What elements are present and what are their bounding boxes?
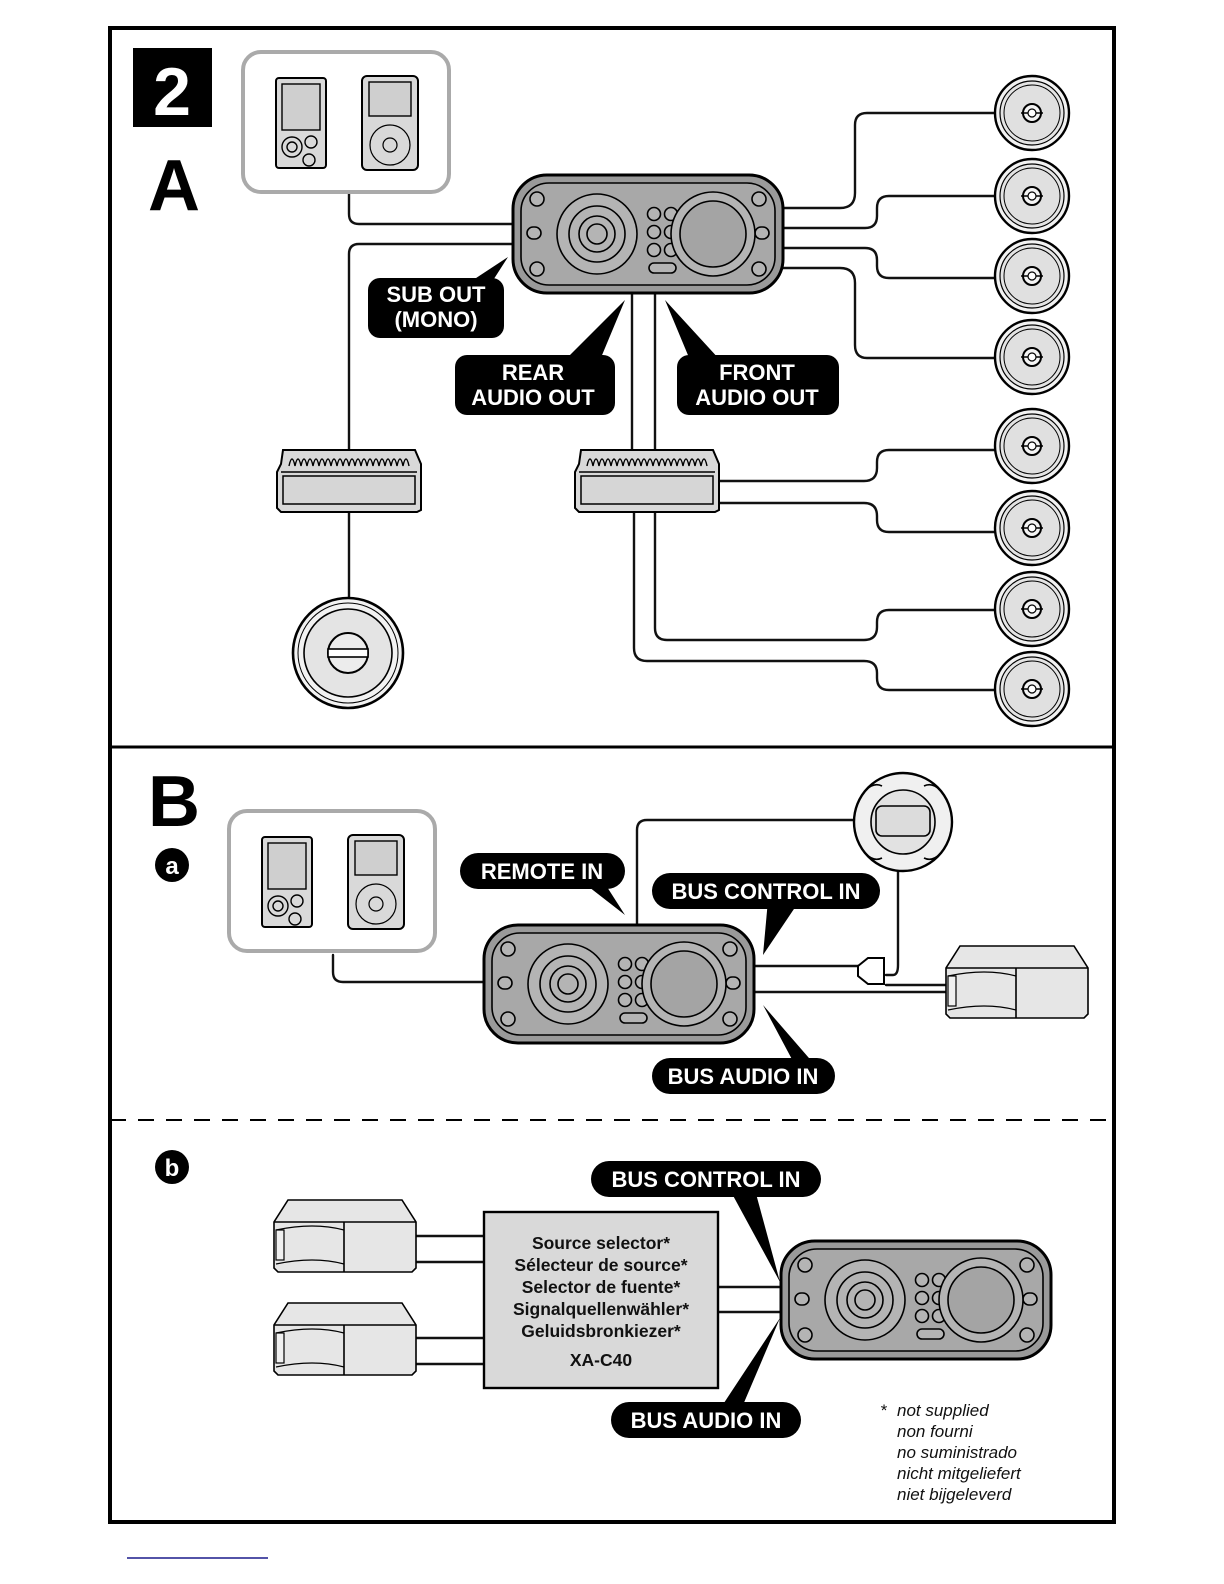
svg-text:BUS AUDIO IN: BUS AUDIO IN xyxy=(668,1064,819,1089)
svg-text:Signalquellenwähler*: Signalquellenwähler* xyxy=(513,1299,689,1319)
svg-text:b: b xyxy=(165,1155,180,1182)
callout-front-audio-out: FRONT AUDIO OUT xyxy=(665,300,839,415)
svg-text:AUDIO OUT: AUDIO OUT xyxy=(695,385,819,410)
svg-text:FRONT: FRONT xyxy=(719,360,795,385)
speaker-7 xyxy=(993,570,1071,648)
amplifier-sub xyxy=(276,449,422,513)
svg-text:Selector de fuente*: Selector de fuente* xyxy=(522,1277,681,1297)
svg-text:BUS CONTROL IN: BUS CONTROL IN xyxy=(611,1167,800,1192)
svg-text:REAR: REAR xyxy=(502,360,564,385)
page-frame xyxy=(108,26,1116,1524)
section-b-letter: B xyxy=(148,762,200,842)
svg-text:AUDIO OUT: AUDIO OUT xyxy=(471,385,595,410)
speaker-3 xyxy=(993,237,1071,315)
speakers-a xyxy=(993,74,1071,728)
subsection-a-marker: a xyxy=(155,848,189,882)
source-selector-box: Source selector* Sélecteur de source* Se… xyxy=(482,1210,720,1390)
portable-audio-players-a xyxy=(241,50,451,194)
wires-section-b-b xyxy=(414,1234,786,1366)
speaker-8 xyxy=(993,650,1071,728)
head-unit-b-a xyxy=(482,923,756,1045)
svg-text:(MONO): (MONO) xyxy=(394,307,477,332)
section-a-letter: A xyxy=(148,146,200,226)
speaker-4 xyxy=(993,318,1071,396)
speaker-5 xyxy=(993,407,1071,485)
callout-bus-audio-in-b: BUS AUDIO IN xyxy=(611,1318,801,1438)
step-number-badge: 2 xyxy=(133,48,212,130)
svg-text:BUS CONTROL IN: BUS CONTROL IN xyxy=(671,879,860,904)
callout-sub-out: SUB OUT (MONO) xyxy=(368,257,508,338)
svg-text:a: a xyxy=(165,853,179,880)
wires-section-b-a xyxy=(331,818,948,994)
svg-text:no suministrado: no suministrado xyxy=(897,1443,1017,1462)
svg-text:Sélecteur de source*: Sélecteur de source* xyxy=(514,1255,687,1275)
subwoofer xyxy=(291,596,405,710)
cd-changer-b1 xyxy=(273,1199,417,1273)
step-number: 2 xyxy=(153,54,191,130)
speaker-1 xyxy=(993,74,1071,152)
cd-changer-a xyxy=(945,945,1089,1019)
svg-text:non fourni: non fourni xyxy=(897,1422,974,1441)
svg-text:Geluidsbronkiezer*: Geluidsbronkiezer* xyxy=(521,1321,681,1341)
footnote-not-supplied: * not supplied non fourni no suministrad… xyxy=(880,1401,1022,1504)
callout-bus-audio-in-a: BUS AUDIO IN xyxy=(652,1005,835,1094)
portable-audio-players-b xyxy=(227,809,437,953)
head-unit-b-b xyxy=(779,1239,1053,1361)
svg-text:niet bijgeleverd: niet bijgeleverd xyxy=(897,1485,1012,1504)
svg-text:BUS AUDIO IN: BUS AUDIO IN xyxy=(631,1408,782,1433)
amplifier-rear xyxy=(574,449,720,513)
subsection-b-marker: b xyxy=(155,1150,189,1184)
callout-bus-control-in-a: BUS CONTROL IN xyxy=(652,873,880,955)
y-connector xyxy=(857,957,885,985)
head-unit-a xyxy=(511,173,785,295)
svg-text:SUB OUT: SUB OUT xyxy=(387,282,487,307)
svg-text:not supplied: not supplied xyxy=(897,1401,989,1420)
speaker-2 xyxy=(993,157,1071,235)
cd-changer-b2 xyxy=(273,1302,417,1376)
wires-section-a xyxy=(347,111,999,692)
callout-remote-in: REMOTE IN xyxy=(460,853,625,915)
callout-bus-control-in-b: BUS CONTROL IN xyxy=(591,1161,821,1282)
svg-text:Source selector*: Source selector* xyxy=(532,1233,670,1253)
speaker-6 xyxy=(993,489,1071,567)
callout-rear-audio-out: REAR AUDIO OUT xyxy=(455,300,625,415)
svg-text:nicht mitgeliefert: nicht mitgeliefert xyxy=(897,1464,1022,1483)
footnote-marker: * xyxy=(880,1401,888,1420)
rotary-commander xyxy=(852,771,954,873)
svg-text:REMOTE IN: REMOTE IN xyxy=(481,859,603,884)
source-selector-model: XA-C40 xyxy=(570,1350,633,1370)
